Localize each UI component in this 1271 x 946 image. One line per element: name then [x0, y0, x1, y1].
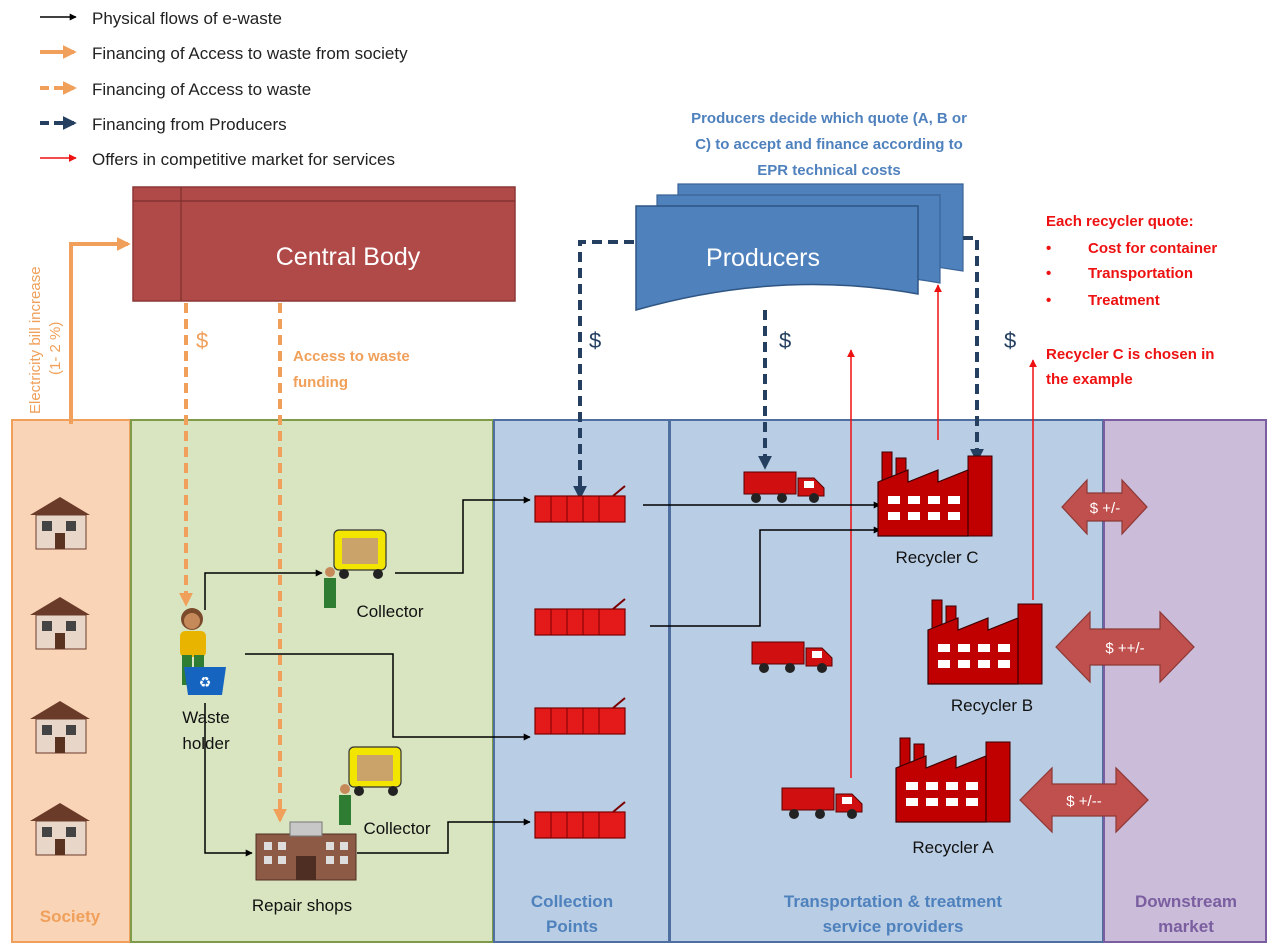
container-icon	[534, 485, 626, 523]
legend-society-financing: Financing of Access to waste from societ…	[40, 44, 408, 63]
chosen-note-line: the example	[1046, 371, 1133, 388]
recycler-quote-note: Each recycler quote: • Cost for containe…	[1046, 213, 1217, 388]
producer-financing-arrow	[573, 240, 634, 500]
electricity-label: Electricity bill increase	[27, 266, 44, 414]
recycler-a-label: Recycler A	[912, 838, 994, 857]
dollar-sign: $	[779, 328, 791, 353]
market-arrow-label: $ ++/-	[1105, 640, 1144, 657]
producers-note-line: C) to accept and finance according to	[695, 136, 963, 153]
collection-points-label: Points	[546, 917, 598, 936]
physical-flows	[204, 496, 881, 857]
society-column	[11, 419, 131, 943]
quote-title: Each recycler quote:	[1046, 213, 1194, 230]
central-body: Central Body	[132, 186, 516, 302]
market-arrow-b: $ ++/-	[1055, 610, 1195, 684]
downstream-market-label: market	[1158, 917, 1214, 936]
legend-label: Financing of Access to waste from societ…	[92, 44, 408, 63]
chosen-note-line: Recycler C is chosen in	[1046, 346, 1214, 363]
truck-icon	[751, 641, 833, 673]
factory-icon	[927, 599, 1043, 685]
recycler-c-label: Recycler C	[895, 548, 978, 567]
downstream-market-label: Downstream	[1135, 892, 1237, 911]
collector-truck-icon	[339, 746, 402, 825]
factory-icon	[877, 451, 993, 537]
collector-label: Collector	[363, 819, 430, 838]
dollar-sign: $	[1004, 328, 1016, 353]
collector-label: Collector	[356, 602, 423, 621]
legend-label: Offers in competitive market for service…	[92, 150, 395, 169]
waste-holder-label: Waste	[182, 708, 230, 727]
factory-icon	[895, 737, 1011, 823]
transport-treatment-label: service providers	[823, 917, 964, 936]
transport-treatment-label: Transportation & treatment	[784, 892, 1003, 911]
container-icon	[534, 598, 626, 636]
quote-bullet: •	[1046, 265, 1051, 282]
market-arrow-label: $ +/-	[1090, 500, 1120, 517]
container-icon	[534, 697, 626, 735]
access-funding-label: funding	[293, 374, 348, 391]
legend-physical-flow: Physical flows of e-waste	[40, 9, 282, 28]
central-body-label: Central Body	[276, 243, 421, 271]
house-icon	[30, 597, 90, 650]
producer-financing-arrow	[963, 236, 984, 463]
collection-points-column	[493, 419, 670, 943]
waste-holder-icon: ♻	[180, 608, 226, 695]
quote-item: Cost for container	[1088, 240, 1217, 257]
society-label: Society	[40, 907, 101, 926]
producers-label: Producers	[706, 244, 820, 272]
quote-bullet: •	[1046, 240, 1051, 257]
market-arrow-label: $ +/--	[1066, 793, 1101, 810]
house-icon	[30, 803, 90, 856]
legend: Physical flows of e-waste Financing of A…	[40, 9, 408, 169]
container-icon	[534, 801, 626, 839]
quote-item: Treatment	[1088, 292, 1160, 309]
legend-label: Financing from Producers	[92, 115, 287, 134]
recycler-b-label: Recycler B	[951, 696, 1033, 715]
house-icon	[30, 701, 90, 754]
producers-note-line: Producers decide which quote (A, B or	[691, 110, 967, 127]
producers-note: Producers decide which quote (A, B or C)…	[691, 110, 967, 179]
truck-icon	[743, 471, 825, 503]
access-funding-label: Access to waste	[293, 348, 410, 365]
dollar-sign: $	[589, 328, 601, 353]
quote-item: Transportation	[1088, 265, 1193, 282]
legend-access-financing: Financing of Access to waste	[40, 80, 311, 99]
waste-holder-label: holder	[182, 734, 230, 753]
legend-producer-financing: Financing from Producers	[40, 115, 287, 134]
electricity-label: (1- 2 %)	[47, 322, 64, 375]
repair-shop-icon	[255, 821, 357, 881]
producers-note-line: EPR technical costs	[757, 162, 900, 179]
producers: Producers	[635, 183, 964, 311]
svg-text:♻: ♻	[199, 674, 212, 690]
collector-truck-icon	[324, 529, 387, 608]
truck-icon	[781, 787, 863, 819]
dollar-sign: $	[196, 328, 208, 353]
market-arrow-c: $ +/-	[1061, 478, 1148, 536]
house-icon	[30, 497, 90, 550]
quote-bullet: •	[1046, 292, 1051, 309]
legend-label: Physical flows of e-waste	[92, 9, 282, 28]
market-arrow-a: $ +/--	[1019, 766, 1149, 834]
society-financing-arrow	[69, 237, 131, 424]
legend-label: Financing of Access to waste	[92, 80, 311, 99]
legend-market-offers: Offers in competitive market for service…	[40, 150, 395, 169]
repair-shops-label: Repair shops	[252, 896, 352, 915]
collection-points-label: Collection	[531, 892, 613, 911]
